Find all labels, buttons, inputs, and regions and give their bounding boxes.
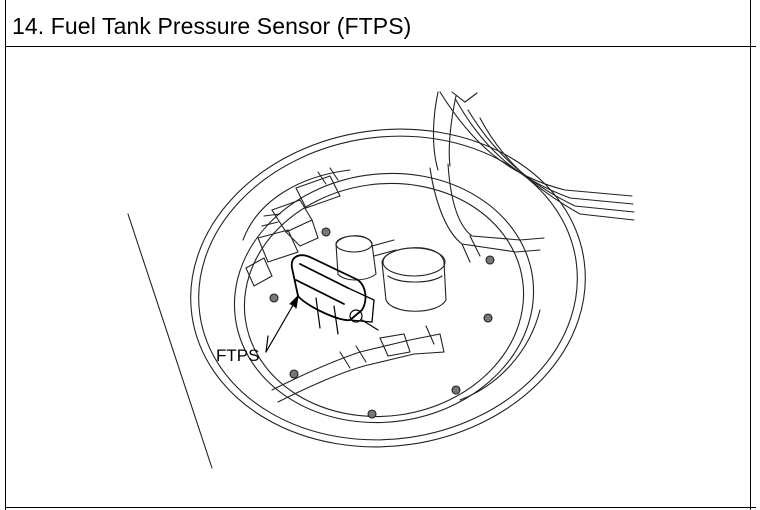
title-divider bbox=[5, 46, 756, 47]
tank-contour bbox=[439, 91, 635, 221]
ftps-leader-line bbox=[265, 294, 299, 353]
tank-flange bbox=[190, 128, 586, 448]
page-title: 14. Fuel Tank Pressure Sensor (FTPS) bbox=[12, 13, 412, 39]
flange-bolts bbox=[269, 227, 495, 419]
fuel-hose bbox=[429, 91, 545, 263]
right-border bbox=[750, 0, 751, 510]
ftps-sensor bbox=[290, 254, 379, 335]
connector-block bbox=[245, 167, 341, 287]
pump-cap bbox=[381, 247, 447, 312]
ftps-callout-label: FTPS bbox=[216, 346, 260, 365]
vent-valve bbox=[335, 235, 397, 281]
tank-edge-line bbox=[127, 213, 213, 469]
return-hose bbox=[271, 325, 445, 403]
bottom-divider bbox=[5, 507, 756, 508]
left-border bbox=[5, 0, 6, 510]
